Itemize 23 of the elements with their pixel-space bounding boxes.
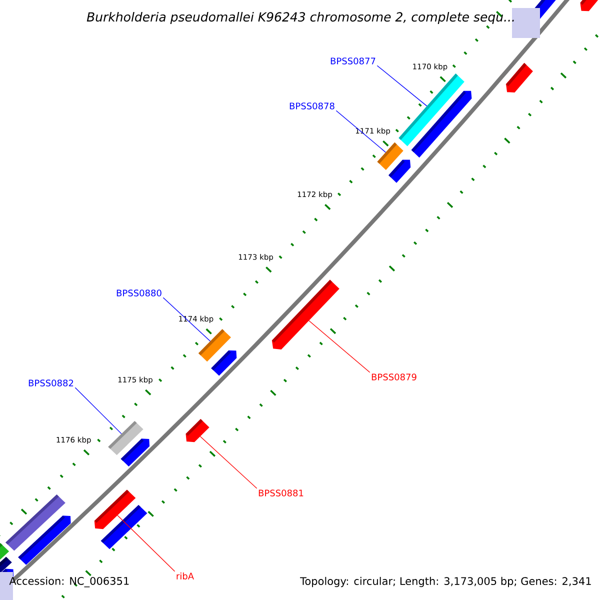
gene-bar bbox=[108, 421, 144, 456]
gene-bar bbox=[272, 280, 340, 350]
gene-bar bbox=[198, 329, 231, 362]
gene-label: BPSS0880 bbox=[116, 290, 162, 296]
info-text: Accession: NC_006351 bbox=[9, 576, 129, 588]
gene-label: BPSS0881 bbox=[258, 490, 304, 496]
leader-line bbox=[376, 65, 428, 106]
gene-bar bbox=[186, 419, 210, 442]
gene-label: BPSS0878 bbox=[290, 102, 334, 110]
leader-line bbox=[200, 436, 258, 489]
leader-line bbox=[308, 320, 370, 373]
gene-label: ribA bbox=[176, 572, 194, 580]
leader-line bbox=[117, 515, 176, 572]
gene-bar bbox=[94, 490, 136, 530]
info-text: Topology: circular; Length: 3,173,005 bp; Genes: 2,341 bbox=[300, 576, 591, 588]
gene-label: BPSS0879 bbox=[372, 374, 416, 380]
leader-line bbox=[162, 297, 211, 342]
leader-line bbox=[74, 387, 122, 434]
gene-bar bbox=[398, 73, 464, 146]
gene-label: BPSS0882 bbox=[28, 380, 74, 386]
gene-bar bbox=[377, 142, 404, 170]
title: Burkholderia pseudomallei K96243 chromosome 2, complete sequ... bbox=[86, 12, 514, 24]
gene-label: BPSS0877 bbox=[330, 58, 376, 64]
